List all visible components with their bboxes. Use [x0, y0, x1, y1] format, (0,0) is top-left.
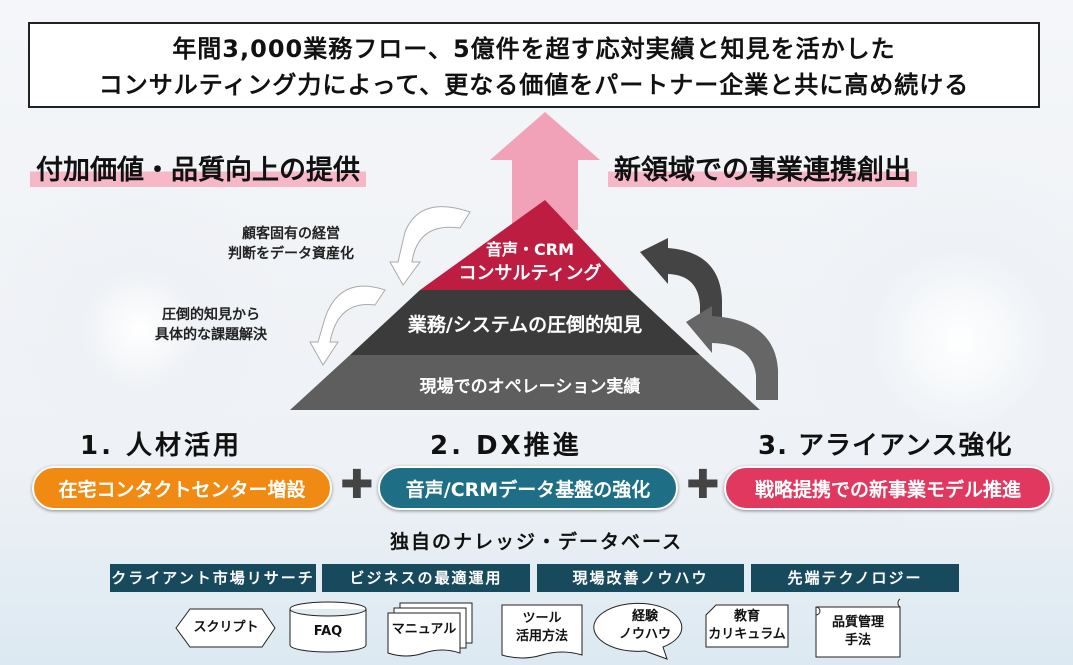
experience-bubble — [593, 602, 683, 660]
pyramid-middle-tier — [350, 290, 700, 355]
note-text: 圧倒的知見から — [162, 307, 260, 323]
item-experience: 経験ノウハウ — [600, 603, 690, 649]
item-quality: 品質管理手法 — [816, 607, 900, 657]
category-4: 先端テクノロジー — [751, 564, 959, 592]
education-card — [705, 604, 789, 648]
note-text: 顧客固有の経営 — [242, 226, 340, 242]
item-text: 教育 — [733, 609, 760, 624]
pyramid-top-tier — [420, 200, 630, 290]
item-manual: マニュアル — [391, 622, 457, 637]
knowledge-title: 独自のナレッジ・データベース — [389, 531, 684, 553]
return-arrow-lower-icon — [686, 306, 778, 400]
up-arrow — [490, 112, 600, 230]
return-arrow-upper-icon — [640, 238, 722, 332]
tool-doc — [501, 604, 583, 659]
side-note-upper: 顧客固有の経営判断をデータ資産化 — [228, 224, 354, 264]
side-note-lower: 圧倒的知見から具体的な課題解決 — [155, 305, 267, 345]
item-text: カリキュラム — [708, 627, 786, 642]
curved-arrow-upper-icon — [389, 206, 471, 286]
item-text: 品質管理 — [831, 615, 884, 630]
item-text: 手法 — [844, 633, 871, 648]
item-faq: FAQ — [313, 624, 343, 639]
right-band-heading: 新領域での事業連携創出 — [608, 148, 917, 187]
headline-line2: コンサルティング力によって、更なる価値をパートナー企業と共に高め続ける — [98, 71, 970, 99]
headline-box: 年間3,000業務フロー、5億件を超す応対実績と知見を活かした コンサルティング… — [28, 22, 1040, 108]
left-band-heading: 付加価値・品質向上の提供 — [30, 148, 366, 187]
pillar-3-pill: 戦略提携での新事業モデル推進 — [724, 466, 1052, 510]
knowledge-shapes — [175, 598, 901, 660]
curved-arrow-lower-icon — [309, 285, 386, 366]
pillar-3-heading: 3. アライアンス強化 — [758, 431, 1013, 461]
tier-text: コンサルティング — [458, 263, 602, 284]
pyramid-bottom-tier — [290, 355, 760, 410]
pillar-1-heading: 1. 人材活用 — [80, 431, 243, 461]
note-text: 具体的な課題解決 — [155, 327, 267, 343]
item-text: ツール — [522, 611, 562, 626]
item-text: ノウハウ — [618, 627, 671, 642]
pillar-2-pill: 音声/CRMデータ基盤の強化 — [378, 466, 678, 510]
note-text: 判断をデータ資産化 — [228, 246, 354, 262]
script-hexagon — [175, 608, 276, 648]
item-text: 活用方法 — [515, 629, 568, 644]
pillar-2-heading: 2. DX推進 — [430, 431, 582, 461]
item-tools: ツール活用方法 — [502, 605, 582, 651]
plus-icon: ✚ — [686, 462, 720, 508]
category-1: クライアント市場リサーチ — [110, 564, 316, 592]
manual-doc — [387, 612, 461, 657]
item-script: スクリプト — [193, 620, 259, 635]
item-text: 経験 — [631, 609, 658, 624]
item-education: 教育カリキュラム — [706, 605, 788, 647]
faq-cylinder — [289, 601, 367, 653]
plus-icon: ✚ — [340, 462, 374, 508]
headline-line1: 年間3,000業務フロー、5億件を超す応対実績と知見を活かした — [172, 35, 896, 63]
category-2: ビジネスの最適運用 — [322, 564, 530, 592]
top-tier-label: 音声・CRM コンサルティング — [440, 238, 620, 286]
tier-text: 音声・CRM — [486, 240, 574, 259]
quality-scroll — [815, 598, 901, 658]
pillar-1-pill: 在宅コンタクトセンター増設 — [32, 466, 332, 510]
middle-tier-label: 業務/システムの圧倒的知見 — [407, 314, 643, 336]
category-3: 現場改善ノウハウ — [537, 564, 744, 592]
bottom-tier-label: 現場でのオペレーション実績 — [419, 377, 641, 397]
